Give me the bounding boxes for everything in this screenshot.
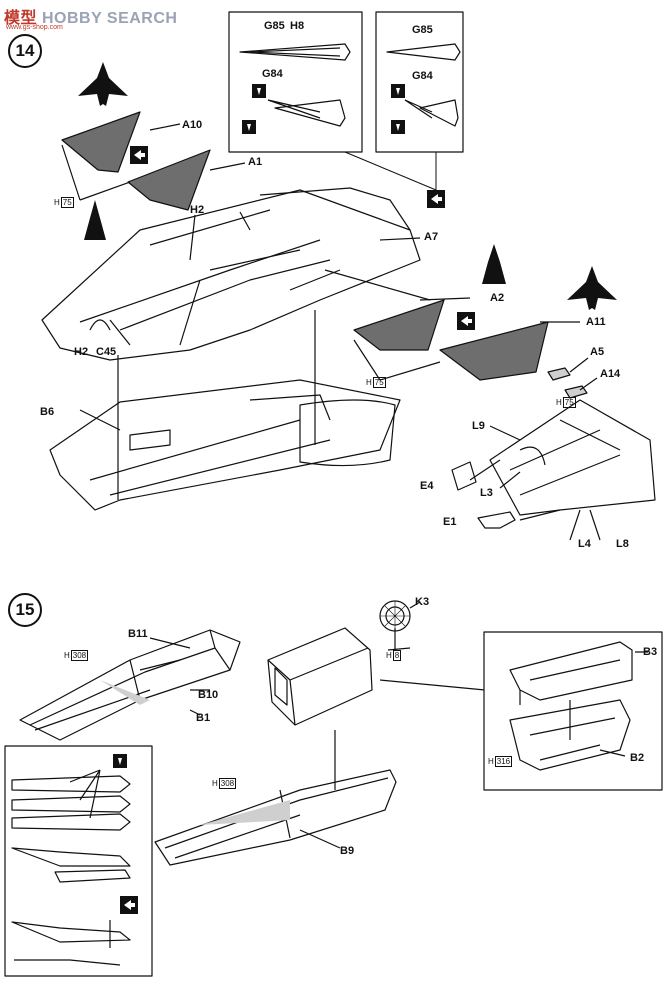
part-label: C45 xyxy=(96,346,117,358)
part-label: B6 xyxy=(40,406,55,418)
inset-panel xyxy=(375,11,464,153)
part-label: H2 xyxy=(190,204,205,216)
part-label: E4 xyxy=(420,480,434,492)
part-label: A11 xyxy=(586,316,606,328)
part-label: G84 xyxy=(412,70,433,82)
part-label: A10 xyxy=(182,119,203,131)
watermark: 模型 HOBBY SEARCH xyxy=(4,4,177,28)
part-label: L8 xyxy=(616,538,629,550)
part-label: B9 xyxy=(340,845,355,857)
part-label: A1 xyxy=(248,156,263,168)
direction-icon xyxy=(120,896,138,914)
part-label: B3 xyxy=(643,646,658,658)
part-label: B1 xyxy=(196,712,211,724)
direction-icon xyxy=(130,146,148,164)
part-label: K3 xyxy=(415,596,430,608)
watermark-prefix: 模型 xyxy=(4,10,38,27)
part-label: H2 xyxy=(74,346,89,358)
part-label: L4 xyxy=(578,538,591,550)
part-label: B11 xyxy=(128,628,148,640)
part-label: A5 xyxy=(590,346,605,358)
direction-icon xyxy=(457,312,475,330)
part-label: B10 xyxy=(198,689,219,701)
part-label: H8 xyxy=(290,20,305,32)
part-label: B2 xyxy=(630,752,645,764)
part-label: G85 xyxy=(264,20,285,32)
part-label: A7 xyxy=(424,231,439,243)
part-label: E1 xyxy=(443,516,457,528)
step-number: 14 xyxy=(8,34,42,68)
direction-icon xyxy=(427,190,445,208)
part-label: G84 xyxy=(262,68,283,80)
part-label: G85 xyxy=(412,24,433,36)
watermark-brand: HOBBY SEARCH xyxy=(41,10,178,27)
part-label: A2 xyxy=(490,292,505,304)
step-number: 15 xyxy=(8,593,42,627)
part-label: L9 xyxy=(472,420,485,432)
watermark-domain: www.gs-shop.com xyxy=(6,24,63,31)
part-label: A14 xyxy=(600,368,621,380)
inset-panel xyxy=(228,11,363,153)
part-label: L3 xyxy=(480,487,493,499)
